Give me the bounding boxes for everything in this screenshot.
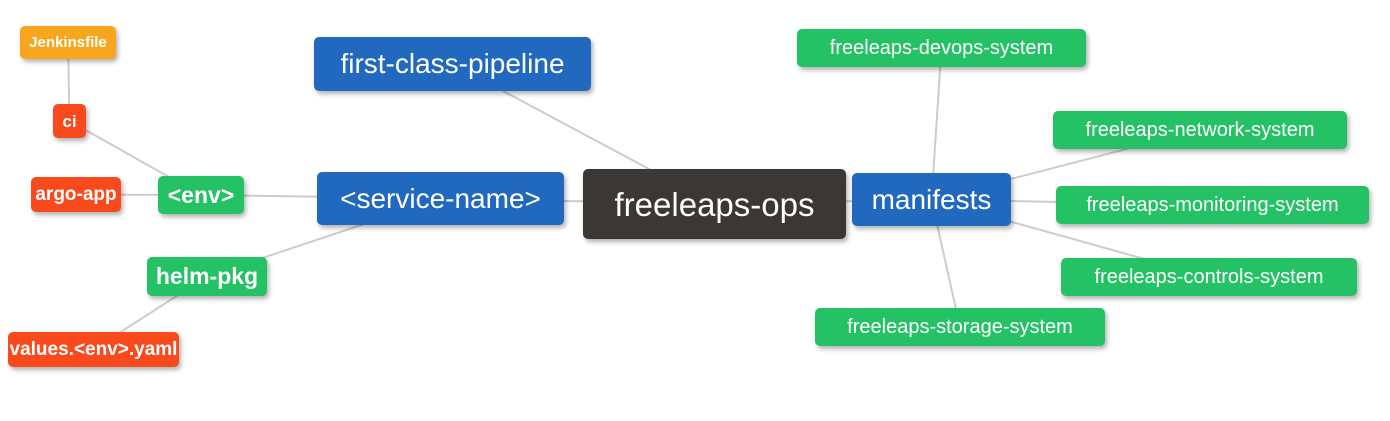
node-freeleaps-controls-system[interactable]: freeleaps-controls-system — [1061, 258, 1357, 296]
node-manifests[interactable]: manifests — [852, 173, 1011, 226]
node-values-env-yaml[interactable]: values.<env>.yaml — [8, 332, 179, 367]
node-ci[interactable]: ci — [53, 104, 86, 138]
node-freeleaps-network-system[interactable]: freeleaps-network-system — [1053, 111, 1347, 149]
node-helm-pkg[interactable]: helm-pkg — [147, 257, 267, 296]
node-jenkinsfile[interactable]: Jenkinsfile — [20, 26, 116, 59]
node-freeleaps-ops[interactable]: freeleaps-ops — [583, 169, 846, 239]
node-env[interactable]: <env> — [158, 176, 244, 214]
node-freeleaps-devops-system[interactable]: freeleaps-devops-system — [797, 29, 1086, 67]
node-first-class-pipeline[interactable]: first-class-pipeline — [314, 37, 591, 91]
node-argo-app[interactable]: argo-app — [31, 177, 121, 212]
node-freeleaps-storage-system[interactable]: freeleaps-storage-system — [815, 308, 1105, 346]
node-freeleaps-monitoring-system[interactable]: freeleaps-monitoring-system — [1056, 186, 1369, 224]
node-service-name[interactable]: <service-name> — [317, 172, 564, 225]
